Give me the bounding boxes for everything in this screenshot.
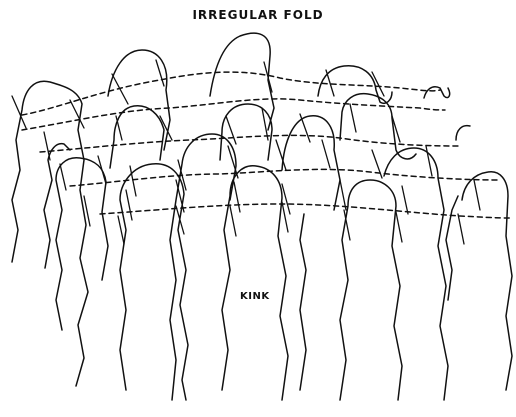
tick — [326, 70, 334, 96]
fiber-4 — [108, 50, 170, 150]
tick — [300, 114, 310, 142]
fiber-10 — [220, 104, 272, 160]
fold-fibers — [12, 33, 512, 400]
tick — [116, 116, 122, 140]
tick — [112, 74, 128, 104]
fiber-8 — [210, 33, 274, 130]
tick — [396, 212, 402, 242]
tick — [176, 206, 184, 234]
fiber-5 — [120, 164, 188, 400]
tick — [350, 104, 356, 132]
tick — [60, 164, 66, 190]
fiber-9 — [222, 166, 288, 400]
tick — [458, 214, 464, 244]
tick — [474, 180, 480, 210]
tick — [426, 146, 432, 176]
tick — [98, 156, 106, 184]
tick — [372, 150, 382, 178]
tick — [118, 216, 124, 244]
fiber-18 — [462, 172, 512, 390]
diagram-title: IRREGULAR FOLD — [0, 8, 516, 22]
fiber-15 — [384, 148, 448, 400]
tick — [282, 202, 288, 232]
tick — [230, 206, 236, 236]
fiber-16 — [424, 87, 450, 98]
fold-surface-5 — [100, 204, 510, 218]
fold-surface-3 — [40, 135, 460, 152]
fiber-13 — [340, 180, 402, 400]
fiber-11 — [282, 116, 340, 210]
tick — [44, 132, 50, 160]
kink-label: KINK — [240, 291, 270, 302]
fiber-1 — [12, 81, 88, 386]
tick — [322, 140, 330, 168]
tick — [126, 190, 132, 220]
tick — [234, 182, 240, 212]
tick — [264, 62, 272, 92]
fiber-6 — [110, 106, 164, 168]
fiber-2 — [44, 144, 70, 268]
fiber-17 — [456, 126, 470, 140]
tick — [340, 180, 346, 210]
tick — [372, 72, 384, 96]
fiber-20 — [300, 214, 306, 390]
fiber-19 — [446, 196, 458, 300]
tick — [402, 186, 408, 214]
fold-surfaces — [22, 72, 510, 218]
